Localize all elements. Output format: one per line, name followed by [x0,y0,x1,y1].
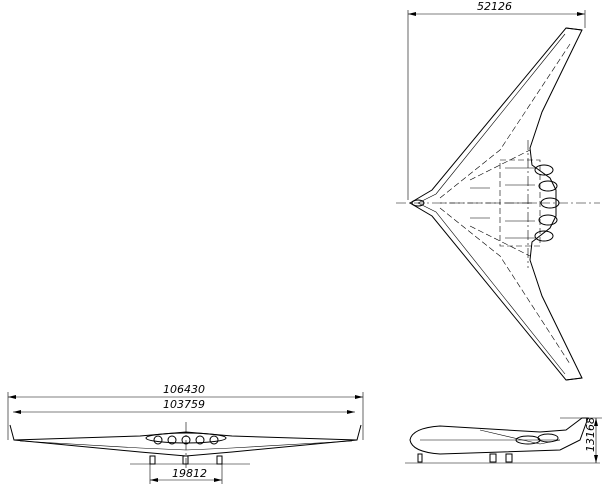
body-dimension-label: 103759 [163,398,205,411]
span-arrow-left [408,12,416,16]
height-arrow-bottom [594,455,598,463]
inner-spar-lower [469,225,531,257]
front-wing-lower-outline [13,439,358,457]
body-arrow-left [13,410,21,414]
leading-edge-lower-inner [417,202,566,375]
track-dimension-label: 19812 [172,467,207,480]
span-arrow-right [577,12,585,16]
inner-spar-upper [469,149,531,181]
engine-nacelle-1 [534,164,554,176]
wing-planform-outline [409,27,583,381]
side-engine-2 [537,433,559,443]
engine-nacelle-2 [538,180,558,192]
front-engine-1 [153,435,163,445]
span-dimension-label: 52126 [477,0,512,13]
height-arrow-top [594,418,598,426]
gear-left [149,455,156,465]
height-dimension-label: 13168 [584,417,597,452]
body-arrow-right [347,410,355,414]
front-wing-upper-outline [9,424,362,441]
leading-edge-upper-inner [417,33,566,204]
track-arrow-right [214,478,222,482]
front-engine-2 [167,435,177,445]
side-view: 13168 [405,417,602,464]
overall-arrow-right [355,395,363,399]
front-view: 106430 103759 19812 [7,383,364,484]
nose-cone [411,199,425,207]
side-fuselage-outline [409,417,589,455]
engine-nacelles [534,164,560,242]
wingtip-upper [565,27,583,31]
engine-nacelle-5 [534,230,554,242]
track-arrow-left [150,478,158,482]
side-main-gear-1 [489,453,497,463]
front-spar-upper [439,43,571,199]
engine-nacelle-4 [538,214,558,226]
front-engine-5 [209,435,219,445]
front-engine-4 [195,435,205,445]
gear-right [216,455,223,465]
plan-view: 52126 [396,0,600,381]
side-nose-gear [417,453,423,463]
side-main-gear-2 [505,453,513,463]
wingtip-lower [565,377,583,381]
front-spar-lower [439,207,571,365]
overall-dimension-label: 106430 [163,383,205,396]
overall-arrow-left [8,395,16,399]
engine-nacelle-3 [540,197,560,209]
gear-center [182,455,189,465]
